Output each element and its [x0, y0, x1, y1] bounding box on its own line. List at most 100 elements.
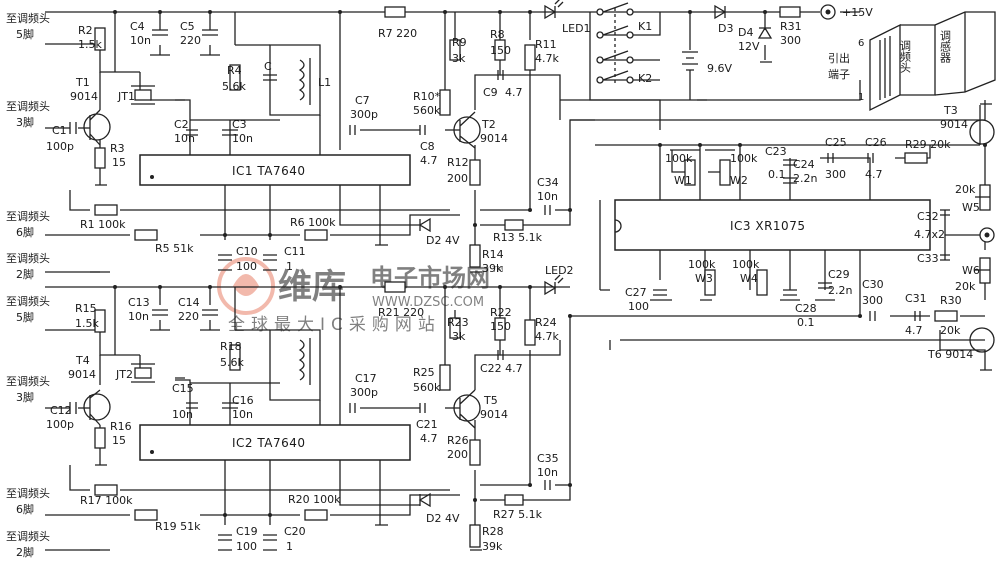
lbl-D2b: D2 4V — [426, 512, 460, 525]
lbl-R8-b: 150 — [490, 44, 511, 57]
lbl-R23-b: 3k — [452, 330, 466, 343]
pin6-label: 6 — [858, 38, 864, 49]
lbl-R3-a: R3 — [110, 142, 125, 155]
lbl-C15-b: 10n — [172, 408, 193, 421]
lbl-C4-b: 10n — [130, 34, 151, 47]
C32-plates — [940, 209, 950, 216]
ic3-block — [614, 199, 931, 251]
lbl-R30-a: R30 — [940, 294, 962, 307]
lbl-R11-b: 4.7k — [535, 52, 559, 65]
lbl-C4-a: C4 — [130, 20, 145, 33]
lbl-C17-b: 300p — [350, 386, 378, 399]
label-head5-top-1: 至调频头 — [6, 11, 50, 25]
lbl-R9-b: 3k — [452, 52, 466, 65]
lbl-R25-a: R25 — [413, 366, 435, 379]
lbl-R3-b: 15 — [112, 156, 126, 169]
lbl-D4-a: D4 — [738, 26, 753, 39]
R9-body — [449, 39, 461, 61]
lbl-W2-a: 100k — [730, 152, 758, 165]
battery-symbol — [682, 51, 698, 71]
lbl-R18-a: R18 — [220, 340, 242, 353]
lbl-T6: T6 9014 — [927, 348, 973, 361]
lbl-C34-b: 10n — [537, 190, 558, 203]
lbl-T3-a: T3 — [943, 104, 958, 117]
lbl-C30-a: C30 — [862, 278, 884, 291]
lbl-W1-a: 100k — [665, 152, 693, 165]
C17-plates — [349, 403, 356, 413]
lbl-C13-a: C13 — [128, 296, 150, 309]
lbl-BAT: 9.6V — [707, 62, 732, 75]
lbl-R28-b: 39k — [482, 540, 503, 553]
R11-body — [524, 44, 536, 71]
R5-body — [134, 229, 158, 241]
R28-body — [469, 524, 481, 548]
lbl-R26-b: 200 — [447, 448, 468, 461]
lbl-C35-a: C35 — [537, 452, 559, 465]
C8-plates — [419, 125, 426, 135]
R12-body — [469, 159, 481, 186]
lbl-R22-a: R22 — [490, 306, 512, 319]
lbl-R16-b: 15 — [112, 434, 126, 447]
C30-plates — [869, 311, 876, 321]
R2-body — [94, 27, 106, 51]
lbl-C27-a: C27 — [625, 286, 647, 299]
lbl-R4-b: 5.6k — [222, 80, 246, 93]
lbl-R8-a: R8 — [490, 28, 505, 41]
C29-plates — [818, 282, 832, 289]
lbl-C9-b: 4.7 — [505, 86, 523, 99]
lbl-R7: R7 220 — [378, 27, 417, 40]
label-head2-top-2: 2脚 — [16, 267, 34, 281]
lbl-T3-b: 9014 — [940, 118, 968, 131]
W4-body — [756, 269, 768, 296]
C-plates — [263, 74, 277, 81]
lbl-R12-a: R12 — [447, 156, 469, 169]
lbl-R18-b: 5.6k — [220, 356, 244, 369]
lbl-C: C — [264, 60, 272, 73]
R20-body — [304, 509, 328, 521]
R18-body — [229, 344, 241, 371]
label-head2-bot-1: 至调频头 — [6, 529, 50, 543]
ic1-block — [139, 154, 411, 186]
lbl-C7-a: C7 — [355, 94, 370, 107]
lbl-C14-b: 220 — [178, 310, 199, 323]
lbl-C23-b: 0.1 — [768, 168, 786, 181]
lbl-W4-b: W4 — [740, 272, 758, 285]
lbl-R10-a: R10* — [413, 90, 441, 103]
lbl-K1: K1 — [638, 20, 652, 33]
lbl-LED1: LED1 — [562, 22, 591, 35]
lbl-R16-a: R16 — [110, 420, 132, 433]
lbl-R1: R1 100k — [80, 218, 126, 231]
C3-plates — [222, 129, 238, 136]
lbl-C5-b: 220 — [180, 34, 201, 47]
R24-body — [524, 319, 536, 346]
lbl-C2-a: C2 — [174, 118, 189, 131]
lbl-C32-a: C32 — [917, 210, 939, 223]
tuner-modules: 调频头 调感器 引出 端子 6 1 +15V — [828, 6, 996, 112]
lbl-C12-b: 100p — [46, 418, 74, 431]
L2-coil — [298, 339, 305, 381]
C15-plates — [186, 402, 198, 409]
lbl-C28-b: 0.1 — [797, 316, 815, 329]
lbl-C3-b: 10n — [232, 132, 253, 145]
capacitors — [69, 29, 950, 541]
lbl-R2-b: 1.5k — [78, 38, 102, 51]
lbl-JT1: JT1 — [117, 90, 135, 103]
lbl-R19: R19 51k — [155, 520, 201, 533]
lbl-W3-b: W3 — [695, 272, 713, 285]
LED1-symbol — [544, 4, 557, 20]
label-head3-top-2: 3脚 — [16, 115, 34, 129]
T1-symbol — [83, 113, 111, 141]
lbl-C11-b: 1 — [286, 260, 293, 273]
R19-body — [134, 509, 158, 521]
R14-body — [469, 244, 481, 268]
watermark-tm: TM — [491, 265, 504, 274]
lbl-C9-a: C9 — [483, 86, 498, 99]
lbl-C33: C33 — [917, 252, 939, 265]
component-labels: R2 1.5k C4 10n C5 220 R7 220 LED1 K1 K2 … — [46, 20, 980, 553]
lbl-C25-a: C25 — [825, 136, 847, 149]
lbl-C3-a: C3 — [232, 118, 247, 131]
lbl-R29: R29 20k — [905, 138, 951, 151]
C23-plates — [783, 159, 797, 166]
tuner-head-label: 调频头 — [899, 40, 912, 73]
lbl-LED2: LED2 — [545, 264, 574, 277]
